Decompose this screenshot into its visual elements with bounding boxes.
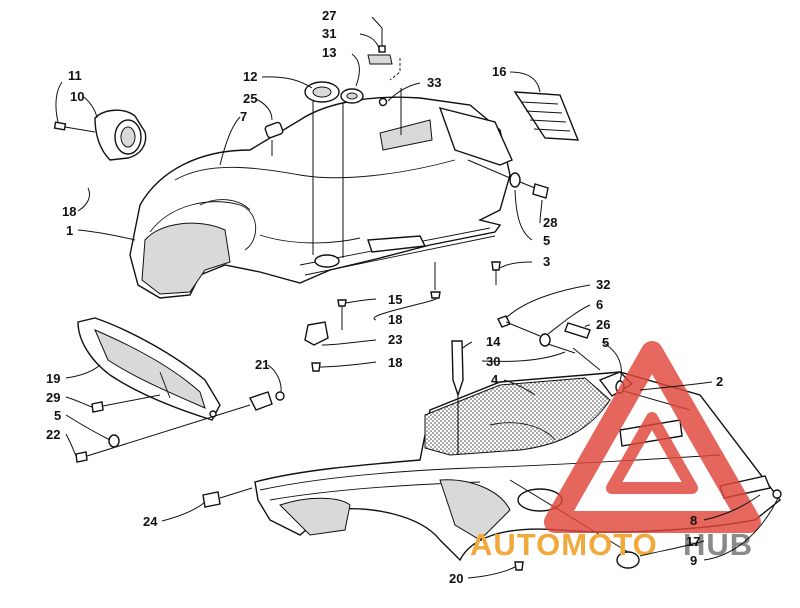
callout-33: 33 <box>427 75 441 90</box>
spacer-part <box>264 121 284 156</box>
callout-19: 19 <box>46 371 60 386</box>
callout-18-top: 18 <box>62 204 76 219</box>
callout-22: 22 <box>46 427 60 442</box>
callout-31: 31 <box>322 26 336 41</box>
callout-7: 7 <box>240 109 247 124</box>
callout-11: 11 <box>68 68 82 83</box>
callout-30: 30 <box>486 354 500 369</box>
callout-3: 3 <box>543 254 550 269</box>
callout-32: 32 <box>596 277 610 292</box>
callout-23: 23 <box>388 332 402 347</box>
console-fasteners <box>304 261 501 372</box>
callout-10: 10 <box>70 89 84 104</box>
ring-parts <box>304 28 402 258</box>
side-panel-left <box>75 317 285 463</box>
leader-lines <box>55 16 779 579</box>
bolt-washer-right <box>467 159 549 199</box>
callout-17: 17 <box>686 534 700 549</box>
callout-20: 20 <box>449 571 463 586</box>
callout-1: 1 <box>66 223 73 238</box>
callout-9: 9 <box>690 553 697 568</box>
callout-27: 27 <box>322 8 336 23</box>
console-panel <box>129 96 513 299</box>
callout-4: 4 <box>491 372 499 387</box>
callout-5-top: 5 <box>543 233 550 248</box>
callout-25: 25 <box>243 91 257 106</box>
watermark-logo <box>544 341 761 533</box>
callout-26: 26 <box>596 317 610 332</box>
callout-18-low: 18 <box>388 355 402 370</box>
callout-12: 12 <box>243 69 257 84</box>
callout-29: 29 <box>46 390 60 405</box>
vent-grille <box>513 91 580 141</box>
callout-14: 14 <box>486 334 501 349</box>
callout-21: 21 <box>255 357 269 372</box>
callout-5-left: 5 <box>54 408 61 423</box>
callout-8: 8 <box>690 513 697 528</box>
watermark-text-automoto: AUTOMOTO <box>470 527 658 562</box>
callout-6: 6 <box>596 297 603 312</box>
callout-24: 24 <box>143 514 158 529</box>
callout-18-mid: 18 <box>388 312 402 327</box>
callout-2: 2 <box>716 374 723 389</box>
callout-15: 15 <box>388 292 402 307</box>
callout-13: 13 <box>322 45 336 60</box>
callout-labels: 27 31 13 12 33 16 11 10 25 7 18 1 28 5 3… <box>46 8 723 586</box>
callout-5-right: 5 <box>602 335 609 350</box>
callout-28: 28 <box>543 215 557 230</box>
fitting-assembly <box>53 109 147 161</box>
callout-16: 16 <box>492 64 506 79</box>
